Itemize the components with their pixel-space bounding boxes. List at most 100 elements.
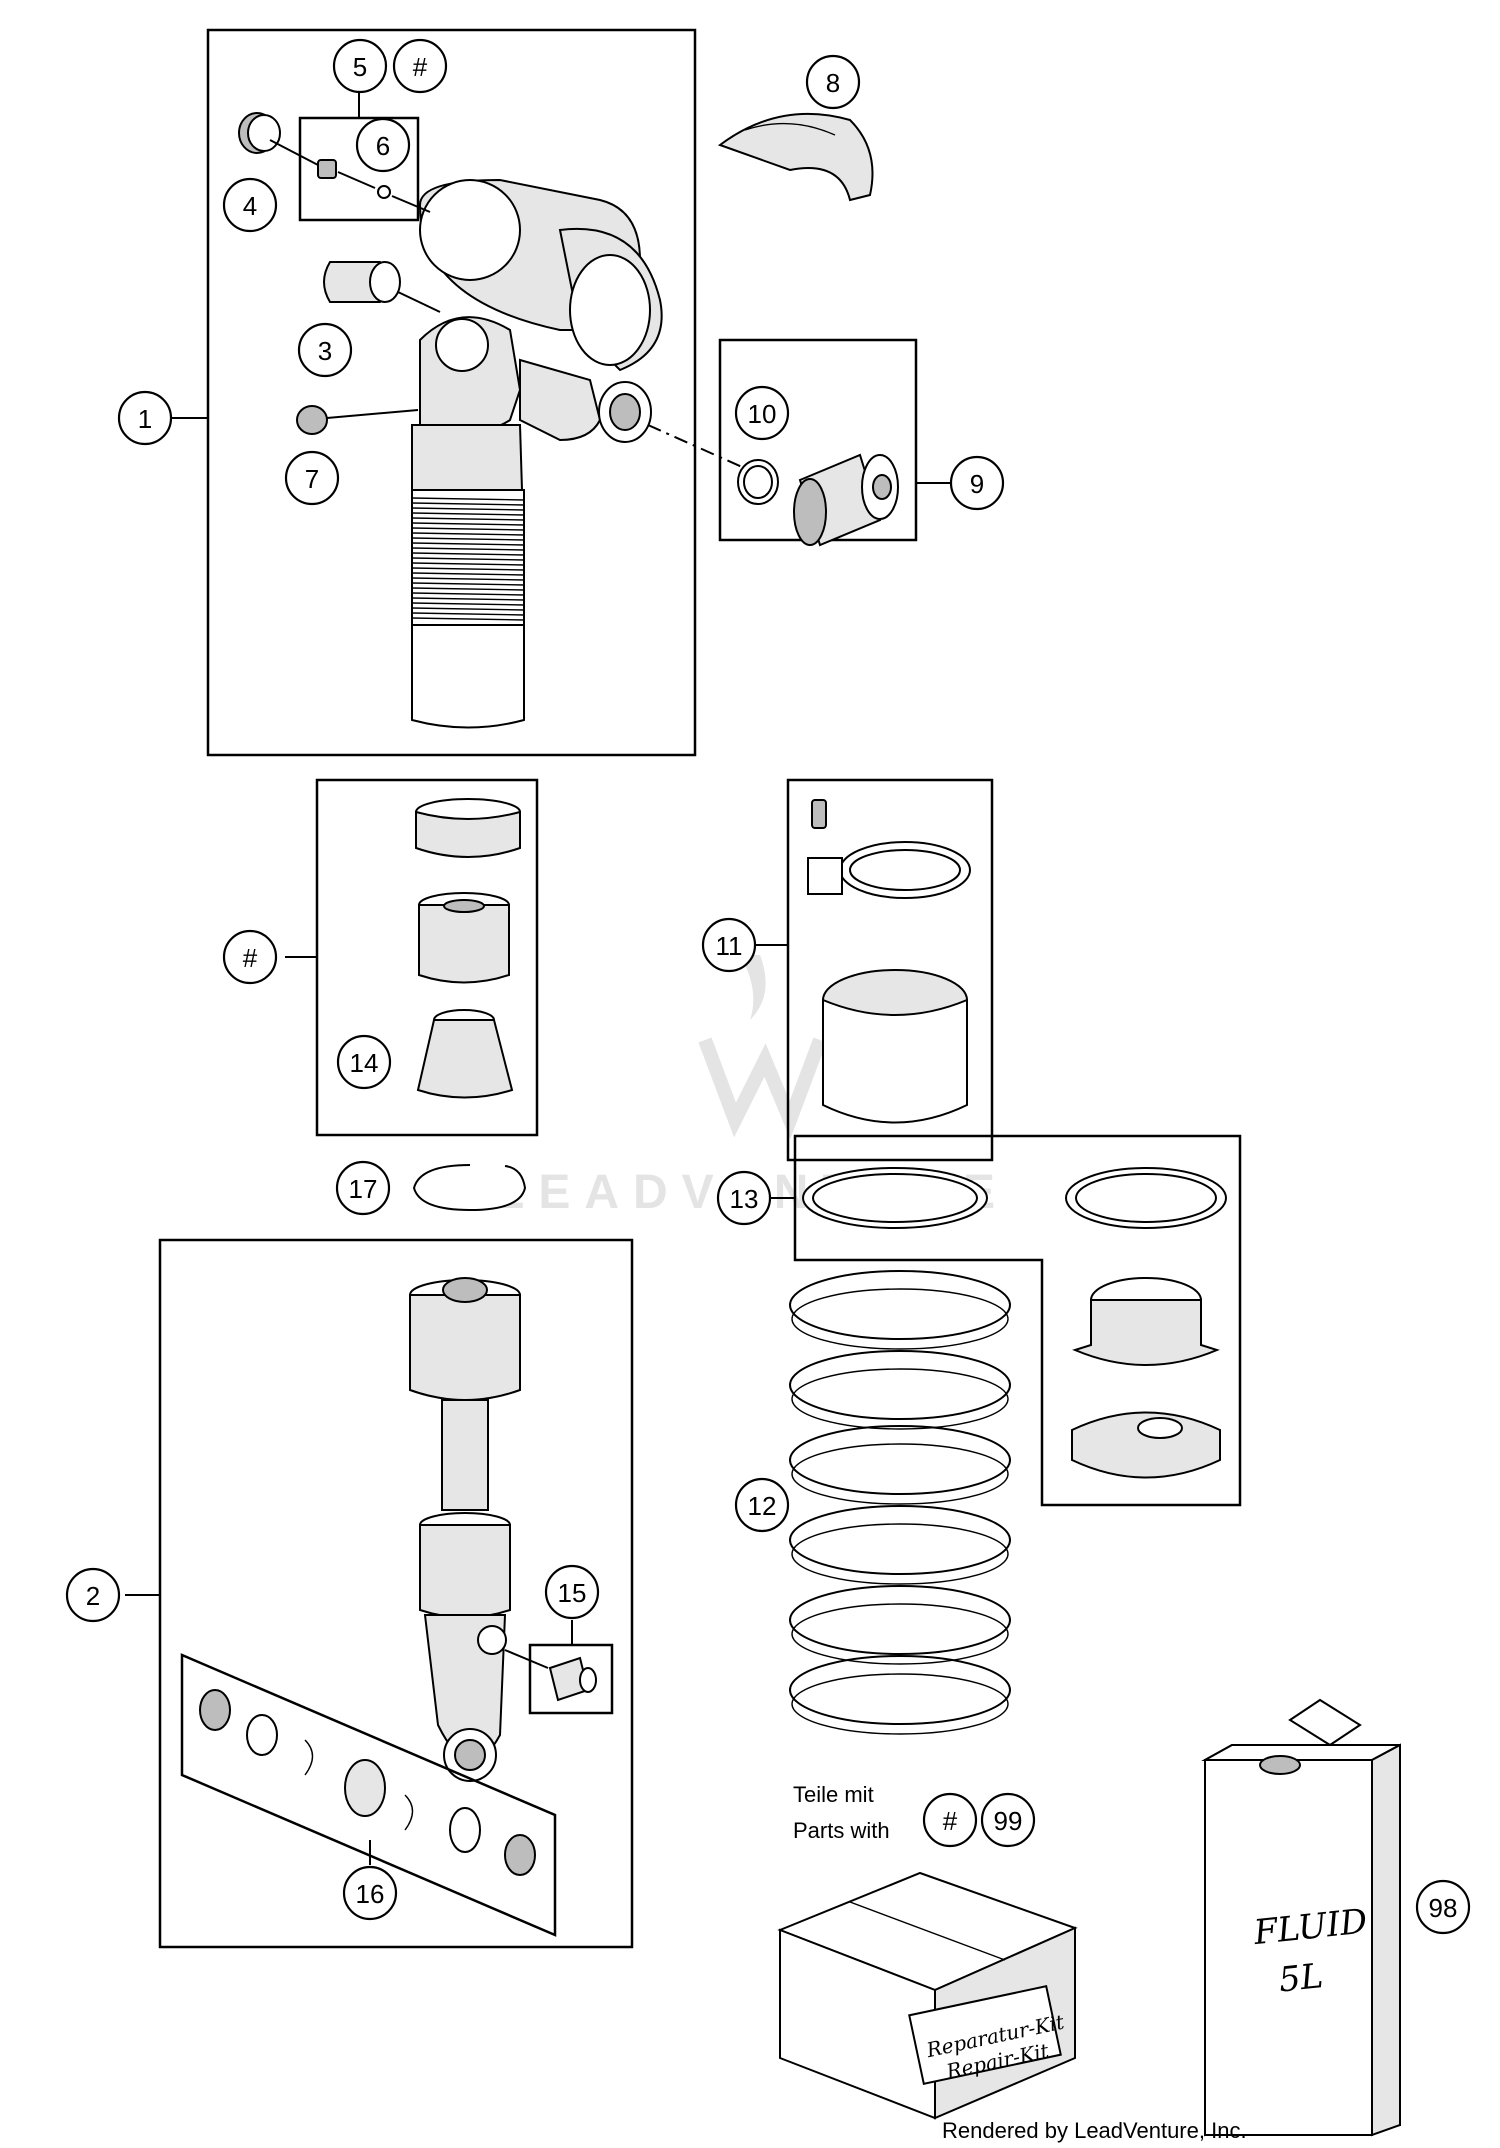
reservoir [418,178,663,372]
part-14-bumper [416,1009,514,1099]
part-8-guard [717,112,874,202]
callout-c99h[interactable]: # [922,1792,978,1848]
callout-label: 7 [305,464,319,494]
repair-kit-box: Reparatur-Kit Repair-Kit [777,1871,1078,2120]
part-13-retainer [1071,1411,1221,1479]
part-10-oring [737,459,779,505]
part-13-spring-seat [1072,1277,1220,1366]
callout-c15[interactable]: 15 [544,1564,600,1620]
callout-c8[interactable]: 8 [805,54,861,110]
callout-label: # [413,52,428,82]
callout-label: 6 [376,131,390,161]
part-2-damper-rod [409,1277,521,1782]
callout-circle [335,1160,391,1216]
part-5-valve [317,159,431,213]
legend-line-2: Parts with [793,1818,890,1843]
callout-label: 1 [138,404,152,434]
callout-circle [336,1034,392,1090]
callout-label: 16 [356,1879,385,1909]
part-11-adjust-nut [822,969,968,1124]
part-11-clamp-screw [811,799,827,829]
part-14-seal-ring [415,798,521,858]
part-3-bushing [323,261,441,313]
callout-c5[interactable]: 5 [332,38,388,94]
callout-ch[interactable]: # [222,929,278,985]
callout-c3[interactable]: 3 [297,322,353,378]
callout-c6[interactable]: 6 [355,117,411,173]
callout-circle [805,54,861,110]
callout-label: 3 [318,336,332,366]
callout-label: 2 [86,1581,100,1611]
callout-circle [332,38,388,94]
callout-c5h[interactable]: # [392,38,448,94]
callout-circle [734,1477,790,1533]
part-12-spring [789,1270,1011,1735]
part-15-valve [504,1649,597,1702]
callout-circle [284,450,340,506]
callout-label: # [243,943,258,973]
callout-label: 11 [716,931,743,961]
callout-label: 5 [353,52,367,82]
callout-label: 4 [243,191,257,221]
callout-c7[interactable]: 7 [284,450,340,506]
part-17-circlip [412,1164,527,1212]
part-4-cap [238,112,319,166]
callout-label: 12 [748,1491,777,1521]
fluid-can: FLUID 5L [1201,1698,1401,2137]
callout-c10[interactable]: 10 [734,385,790,441]
part-16-bearing-kit [199,1689,536,1876]
legend-line-1: Teile mit [793,1782,874,1807]
callout-circle [222,177,278,233]
group-box-16 [180,1653,557,1937]
callout-circle [342,1865,398,1921]
callout-c2[interactable]: 2 [65,1567,121,1623]
group-box-5 [298,116,420,222]
callout-c1[interactable]: 1 [117,390,173,446]
axis-line-9 [647,424,761,476]
callout-circle [734,385,790,441]
part-13-spacer-left [802,1167,988,1229]
callout-c98[interactable]: 98 [1415,1879,1471,1935]
shock-cylinder [411,424,525,729]
part-14-piston [418,892,510,984]
callout-circle [716,1170,772,1226]
callout-label: 98 [1429,1893,1458,1923]
callout-circle [297,322,353,378]
part-11-clamp-ring [807,841,971,899]
callout-c14[interactable]: 14 [336,1034,392,1090]
part-13-spacer-right [1065,1167,1227,1229]
part-9-adjuster [793,453,899,547]
callout-circle [65,1567,121,1623]
callout-label: 8 [826,68,840,98]
group-box-13 [793,1134,1242,1507]
callout-c13[interactable]: 13 [716,1170,772,1226]
callout-circle [1415,1879,1471,1935]
callout-label: 10 [748,399,777,429]
group-box-2 [158,1238,634,1949]
render-credit: Rendered by LeadVenture, Inc. [942,2118,1247,2143]
callout-c17[interactable]: 17 [335,1160,391,1216]
callout-label: 17 [349,1174,378,1204]
callout-c12[interactable]: 12 [734,1477,790,1533]
callout-c11[interactable]: 11 [701,917,757,973]
callout-circle [980,1792,1036,1848]
callout-circle [922,1792,978,1848]
callout-circle [355,117,411,173]
callout-c16[interactable]: 16 [342,1865,398,1921]
callout-circle [392,38,448,94]
group-box-1 [206,28,697,757]
part-7-screw [296,405,419,435]
callout-circle [949,455,1005,511]
callout-circle [117,390,173,446]
callout-label: # [943,1806,958,1836]
callout-label: 13 [730,1184,759,1214]
callout-circle [701,917,757,973]
callout-c4[interactable]: 4 [222,177,278,233]
shock-top-clevis [419,316,652,455]
callout-label: 9 [970,469,984,499]
callout-circle [544,1564,600,1620]
callout-label: 15 [558,1578,587,1608]
callout-c99[interactable]: 99 [980,1792,1036,1848]
callout-c9[interactable]: 9 [949,455,1005,511]
group-box-11 [786,778,994,1162]
